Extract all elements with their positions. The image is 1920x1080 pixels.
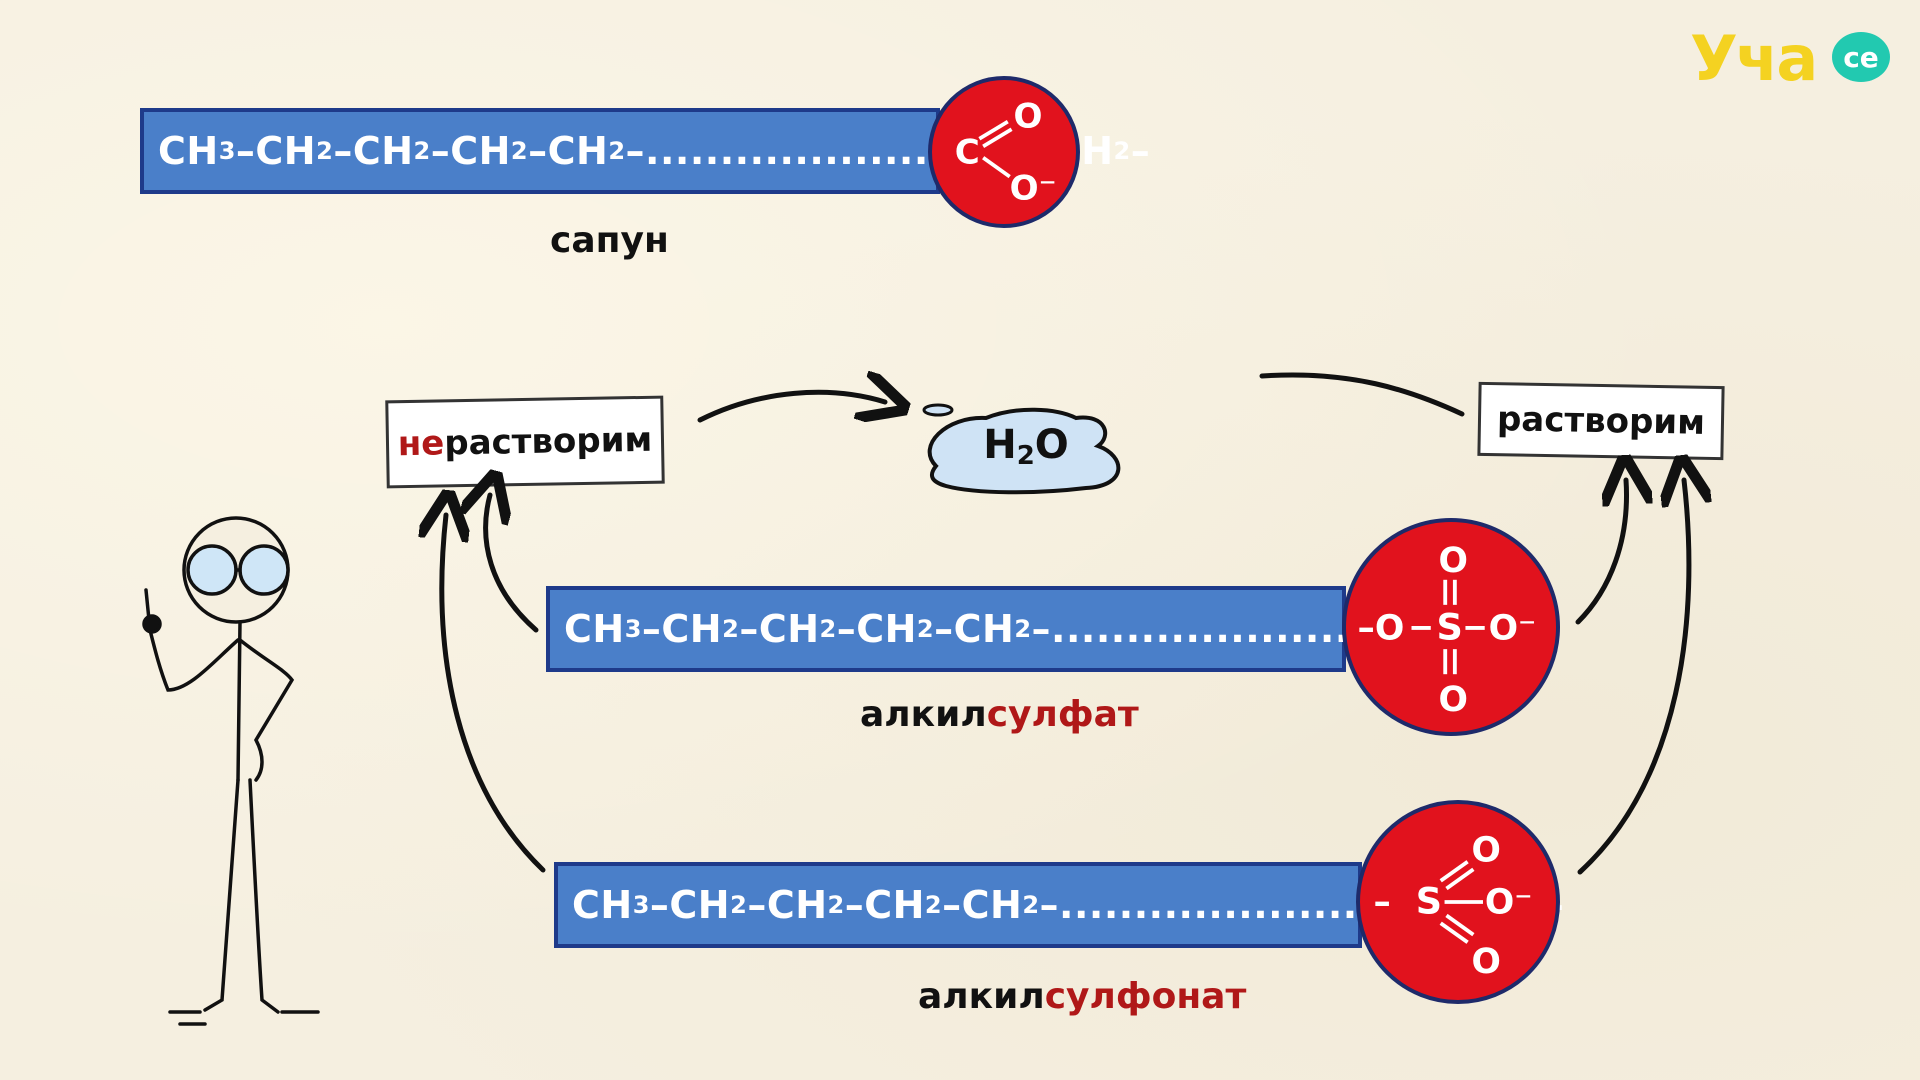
carboxylate-structure: C O O⁻ xyxy=(955,96,1057,208)
sulfonate-label: алкилсулфонат xyxy=(918,976,1247,1017)
water-puddle: H2O xyxy=(916,396,1136,496)
svg-text:O⁻: O⁻ xyxy=(1489,609,1537,649)
svg-text:C: C xyxy=(955,132,980,172)
sulfate-head: –O S O⁻ O O xyxy=(1342,518,1560,736)
svg-text:O⁻: O⁻ xyxy=(1010,168,1057,208)
svg-text:O: O xyxy=(1438,680,1467,720)
svg-text:O: O xyxy=(1013,96,1042,136)
svg-text:–: – xyxy=(1373,883,1390,923)
svg-text:O⁻: O⁻ xyxy=(1485,883,1533,923)
svg-text:O: O xyxy=(1471,942,1500,982)
sulfonate-head: – S O O⁻ O xyxy=(1356,800,1560,1004)
logo-bubble: се xyxy=(1832,32,1890,82)
soap-label: сапун xyxy=(550,220,669,261)
svg-text:S: S xyxy=(1437,606,1463,649)
svg-text:–O: –O xyxy=(1358,609,1405,649)
soluble-note: растворим xyxy=(1477,381,1725,461)
puddle-shape xyxy=(922,403,1121,495)
sulfate-label: алкилсулфат xyxy=(860,694,1139,735)
logo-text: Уча xyxy=(1690,22,1818,95)
carboxylate-head: C O O⁻ xyxy=(928,76,1080,228)
sulfate-structure: –O S O⁻ O O xyxy=(1358,541,1537,720)
svg-text:S: S xyxy=(1416,880,1442,923)
svg-text:O: O xyxy=(1471,831,1500,871)
logo: Уча се xyxy=(1690,22,1900,102)
sulfonate-structure: – S O O⁻ O xyxy=(1373,831,1533,982)
svg-text:O: O xyxy=(1438,541,1467,581)
